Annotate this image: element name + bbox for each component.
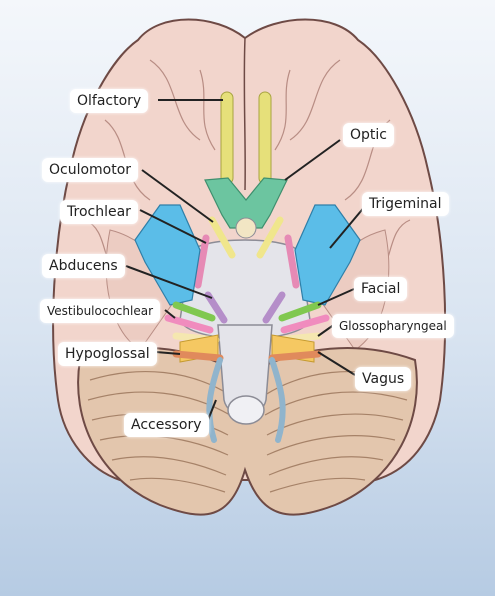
pituitary (235, 217, 257, 239)
label-trigeminal: Trigeminal (362, 192, 449, 216)
abducens-nerve-right (262, 291, 286, 324)
trochlear-nerve-left (194, 234, 210, 289)
facial-nerve-right (278, 301, 322, 322)
olfactory-nerve-right (258, 91, 272, 185)
optic-nerve (204, 177, 288, 229)
trigeminal-nerve-left (134, 204, 201, 306)
longitudinal-fissure (243, 37, 246, 191)
spinal-cord-section (227, 395, 265, 425)
vestibulocochlear-nerve-right (280, 314, 330, 334)
label-vagus: Vagus (355, 367, 412, 391)
oculomotor-nerve-left (208, 216, 236, 259)
label-hypoglossal: Hypoglossal (58, 342, 157, 366)
label-vestibulocochlear: Vestibulocochlear (40, 299, 160, 323)
label-facial: Facial (354, 277, 408, 301)
label-optic: Optic (343, 123, 394, 147)
leader-lines (125, 99, 367, 421)
label-oculomotor: Oculomotor (42, 158, 139, 182)
vestibulocochlear-nerve-left (164, 314, 214, 334)
facial-nerve-left (172, 301, 216, 322)
trochlear-nerve-right (284, 234, 300, 289)
trigeminal-nerve-right (294, 204, 361, 306)
label-abducens: Abducens (42, 254, 125, 278)
olfactory-nerve-left (220, 91, 234, 185)
abducens-nerve-left (204, 291, 228, 324)
label-olfactory: Olfactory (70, 89, 149, 113)
accessory-nerve-right (269, 357, 286, 443)
oculomotor-nerve-right (256, 216, 284, 259)
label-accessory: Accessory (124, 413, 209, 437)
accessory-nerve-left (206, 357, 223, 443)
hypoglossal-nerve-left (172, 350, 224, 362)
hypoglossal-nerve-right (268, 350, 322, 362)
label-trochlear: Trochlear (60, 200, 138, 224)
label-glossopharyngeal: Glossopharyngeal (332, 314, 454, 338)
